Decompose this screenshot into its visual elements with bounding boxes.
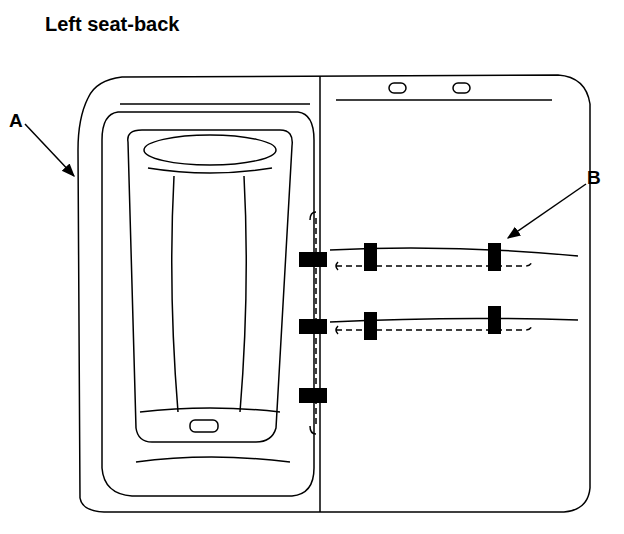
callout-letter: B — [587, 167, 601, 189]
callout-letter: A — [9, 110, 23, 132]
diagram-title: Left seat-back — [45, 13, 180, 36]
